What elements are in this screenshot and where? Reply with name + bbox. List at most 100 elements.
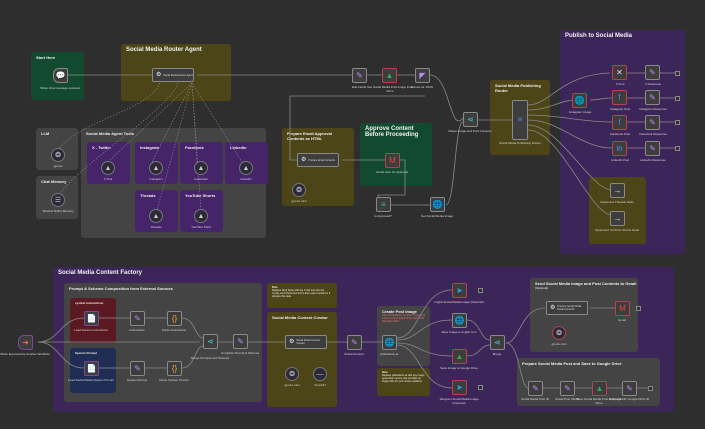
output-end[interactable] [478,385,483,390]
linkedin-tool-node[interactable]: ▲ [239,161,253,175]
sticky-image-note[interactable]: Note Replace pollinations.ai with any im… [377,368,430,396]
wire [156,82,193,211]
google-drive-icon: ▲ [455,351,464,361]
is-approved-node[interactable]: ≡ [376,197,391,212]
sticky-title: Send Social Media Image and Post Content… [535,281,637,286]
prepare-email-node[interactable]: ⚙Prepare Email Contents [297,153,339,167]
get-drive-image-node[interactable]: ▲ [382,68,397,83]
node-label: Parse Instructions [161,328,186,332]
output-end[interactable] [675,146,680,151]
imgbb-node[interactable]: ➤ [452,283,467,298]
set-system-prompt-node[interactable]: ✎ [130,361,145,376]
facebook-tool-node[interactable]: ▲ [194,161,208,175]
merge-final-node[interactable]: ⋖ [490,335,505,350]
sticky-title: Threads [140,193,156,198]
social-post-id-node[interactable]: ✎ [528,381,543,396]
respond-drive-id-node[interactable]: ✎ [622,381,637,396]
chat-trigger-node[interactable]: 💬 [53,68,68,83]
x-tool-node[interactable]: ▲ [101,161,115,175]
merge-prompts-node[interactable]: ⋖ [203,334,218,349]
email-html-node[interactable]: ⚙Prepare Social Media Email Contents [546,301,588,315]
save-image-imgbb-node[interactable]: 🌐 [452,313,467,328]
router-agent-node[interactable]: ⚙Social Media Router Agent [152,68,194,82]
x-post-node[interactable]: ✕ [612,65,627,80]
node-label: Imgbb Social Media Image (Optional) [434,300,484,304]
sticky-tool-instagram[interactable]: Instagram [135,142,178,184]
extract-json-node[interactable]: ◤ [415,68,430,83]
upload-drive-node[interactable]: ▲ [452,349,467,364]
implement-threads-node[interactable]: → [610,183,625,198]
threads-tool-node[interactable]: ▲ [149,209,163,223]
facebook-post-node[interactable]: f [612,115,627,130]
wire [466,344,491,357]
gpt-send-node[interactable]: ❂ [552,326,566,340]
sticky-text: Replace Root Node with the X tool mini a… [272,289,331,298]
telegram-image-node[interactable]: ➤ [452,380,467,395]
gmail-approval-node[interactable]: M [385,153,400,168]
linkedin-post-node[interactable]: in [612,141,627,156]
node-label: Social Media Post ID [521,397,549,401]
get-image-node[interactable]: 🌐 [430,197,445,212]
x-response-node[interactable]: ✎ [645,65,660,80]
pencil-icon: ✎ [649,92,656,102]
facebook-response-node[interactable]: ✎ [645,115,660,130]
complete-prompt-node[interactable]: ✎ [233,334,248,349]
sticky-content-creator[interactable]: Social Media Content Creator [267,312,337,407]
exec-trigger-node[interactable]: ➜ [18,335,33,350]
pencil-icon: ✎ [649,143,656,153]
social-content-node[interactable]: ✎ [347,335,362,350]
merge-image-post-node[interactable]: ⋖ [463,112,478,127]
content-creator-node[interactable]: ⚙Social Media Content Creator [285,335,327,349]
instagram-image-node[interactable]: 🌐 [572,93,587,108]
gpt-llm-node[interactable]: ❂ [51,148,65,162]
email-llm-node[interactable]: ❂ [292,183,306,197]
implement-youtube-node[interactable]: → [610,211,625,226]
instagram-post-node[interactable]: f [612,90,627,105]
sticky-router-agent[interactable]: Social Media Router Agent [121,44,231,101]
instagram-tool-node[interactable]: ▲ [149,161,163,175]
sticky-note[interactable]: Note Replace Root Node with the X tool m… [267,283,337,308]
chain-icon: ⚙ [301,157,307,163]
youtube-tool-node[interactable]: ▲ [194,209,208,223]
openai-icon: ❂ [296,187,302,194]
content-tool-node[interactable]: — [313,367,327,381]
load-system-prompt-node[interactable]: 📄 [84,361,99,376]
node-label: pollinations.ai [379,352,399,356]
output-end[interactable] [478,288,483,293]
output-end[interactable] [648,386,653,391]
merge-icon: ⋖ [494,337,501,347]
parse-instructions-node[interactable]: {} [167,311,182,326]
output-end[interactable] [675,120,680,125]
set-instructions-node[interactable]: ✎ [130,311,145,326]
wire [57,82,179,199]
pencil-icon: ✎ [564,383,571,393]
gmail-send-node[interactable]: M [615,301,630,316]
pollinations-node[interactable]: 🌐 [382,335,397,350]
sticky-title: Social Media Publishing Router [495,83,541,93]
node-label: Gmail User for Approval [376,170,408,174]
save-json-drive-node[interactable]: ▲ [592,381,607,396]
sticky-system-instructions[interactable]: system instructions [70,298,116,343]
memory-icon: ☰ [54,197,62,204]
load-system-instructions-node[interactable]: 📄 [84,311,99,326]
content-llm-node[interactable]: ❂ [285,367,299,381]
node-title: Social Media Content Creator [296,339,321,345]
social-post-json-node[interactable]: ✎ [560,381,575,396]
openai-icon: ❂ [289,371,295,378]
node-label: gpt-4o-mini [284,383,300,387]
window-memory-node[interactable]: ☰ [51,193,65,207]
output-end[interactable] [675,96,680,101]
sticky-title: System Prompt [75,351,98,355]
wire [445,121,464,206]
publishing-router-node[interactable]: ≡ [512,100,528,140]
sign-in-icon: ➜ [22,337,29,347]
edit-fields-node[interactable]: ✎ [352,68,367,83]
if-icon: ≡ [381,199,386,209]
instagram-response-node[interactable]: ✎ [645,90,660,105]
parse-system-prompt-node[interactable]: {} [167,361,182,376]
output-end[interactable] [675,71,680,76]
linkedin-response-node[interactable]: ✎ [645,141,660,156]
output-end[interactable] [636,306,641,311]
